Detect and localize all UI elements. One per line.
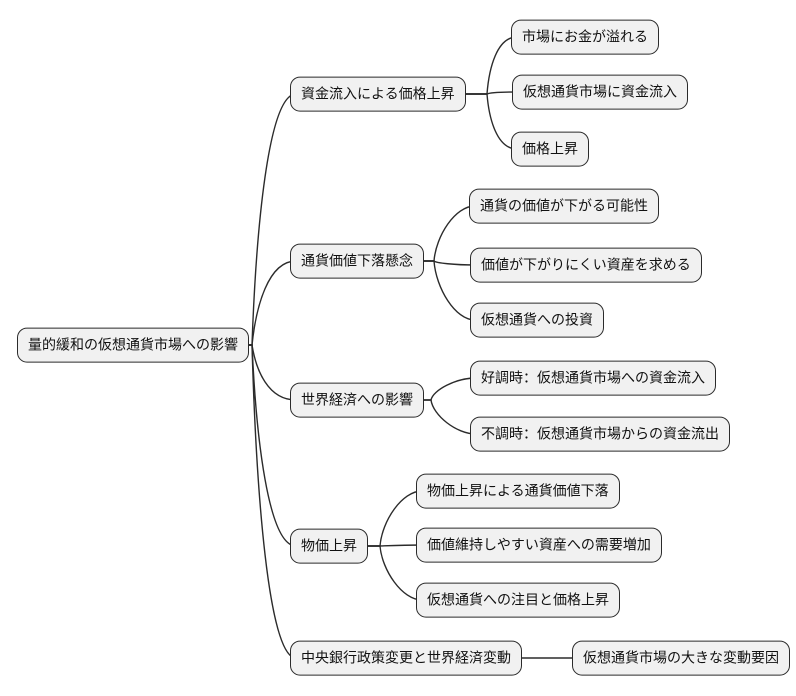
leaf-node: 価値が下がりにくい資産を求める <box>470 247 702 283</box>
branch-node-global-economy-impact: 世界経済への影響 <box>290 382 424 418</box>
leaf-node: 好調時：仮想通貨市場への資金流入 <box>470 360 716 396</box>
root-node: 量的緩和の仮想通貨市場への影響 <box>17 327 249 363</box>
branch-node-capital-inflow-price-rise: 資金流入による価格上昇 <box>290 76 466 112</box>
connector-root-branch-3 <box>243 344 297 547</box>
leaf-node: 仮想通貨市場の大きな変動要因 <box>572 640 790 676</box>
leaf-node: 通貨の価値が下がる可能性 <box>469 188 659 224</box>
connector-root-branch-1 <box>243 260 297 346</box>
leaf-node: 市場にお金が溢れる <box>511 19 659 55</box>
branch-node-currency-devaluation-concern: 通貨価値下落懸念 <box>290 243 424 279</box>
leaf-node: 仮想通貨市場に資金流入 <box>512 74 688 110</box>
leaf-node: 価値維持しやすい資産への需要増加 <box>416 527 662 563</box>
connector-branch0-leaf-2 <box>458 93 518 150</box>
leaf-node: 仮想通貨への投資 <box>470 302 604 338</box>
leaf-node: 不調時：仮想通貨市場からの資金流出 <box>470 416 730 452</box>
leaf-node: 価格上昇 <box>511 131 589 167</box>
connector-branch1-leaf-2 <box>413 260 476 321</box>
connector-branch0-leaf-0 <box>458 36 518 95</box>
leaf-node: 物価上昇による通貨価値下落 <box>416 473 620 509</box>
branch-node-price-inflation: 物価上昇 <box>290 528 368 564</box>
connector-branch2-leaf-1 <box>414 399 477 435</box>
connector-root-branch-4 <box>243 344 297 659</box>
connector-branch3-leaf-2 <box>359 545 423 601</box>
branch-node-central-bank-policy-change: 中央銀行政策変更と世界経済変動 <box>290 640 522 676</box>
connector-branch3-leaf-0 <box>359 490 423 547</box>
connector-root-branch-0 <box>243 93 297 346</box>
leaf-node: 仮想通貨への注目と価格上昇 <box>416 582 620 618</box>
connector-branch2-leaf-0 <box>414 377 477 401</box>
